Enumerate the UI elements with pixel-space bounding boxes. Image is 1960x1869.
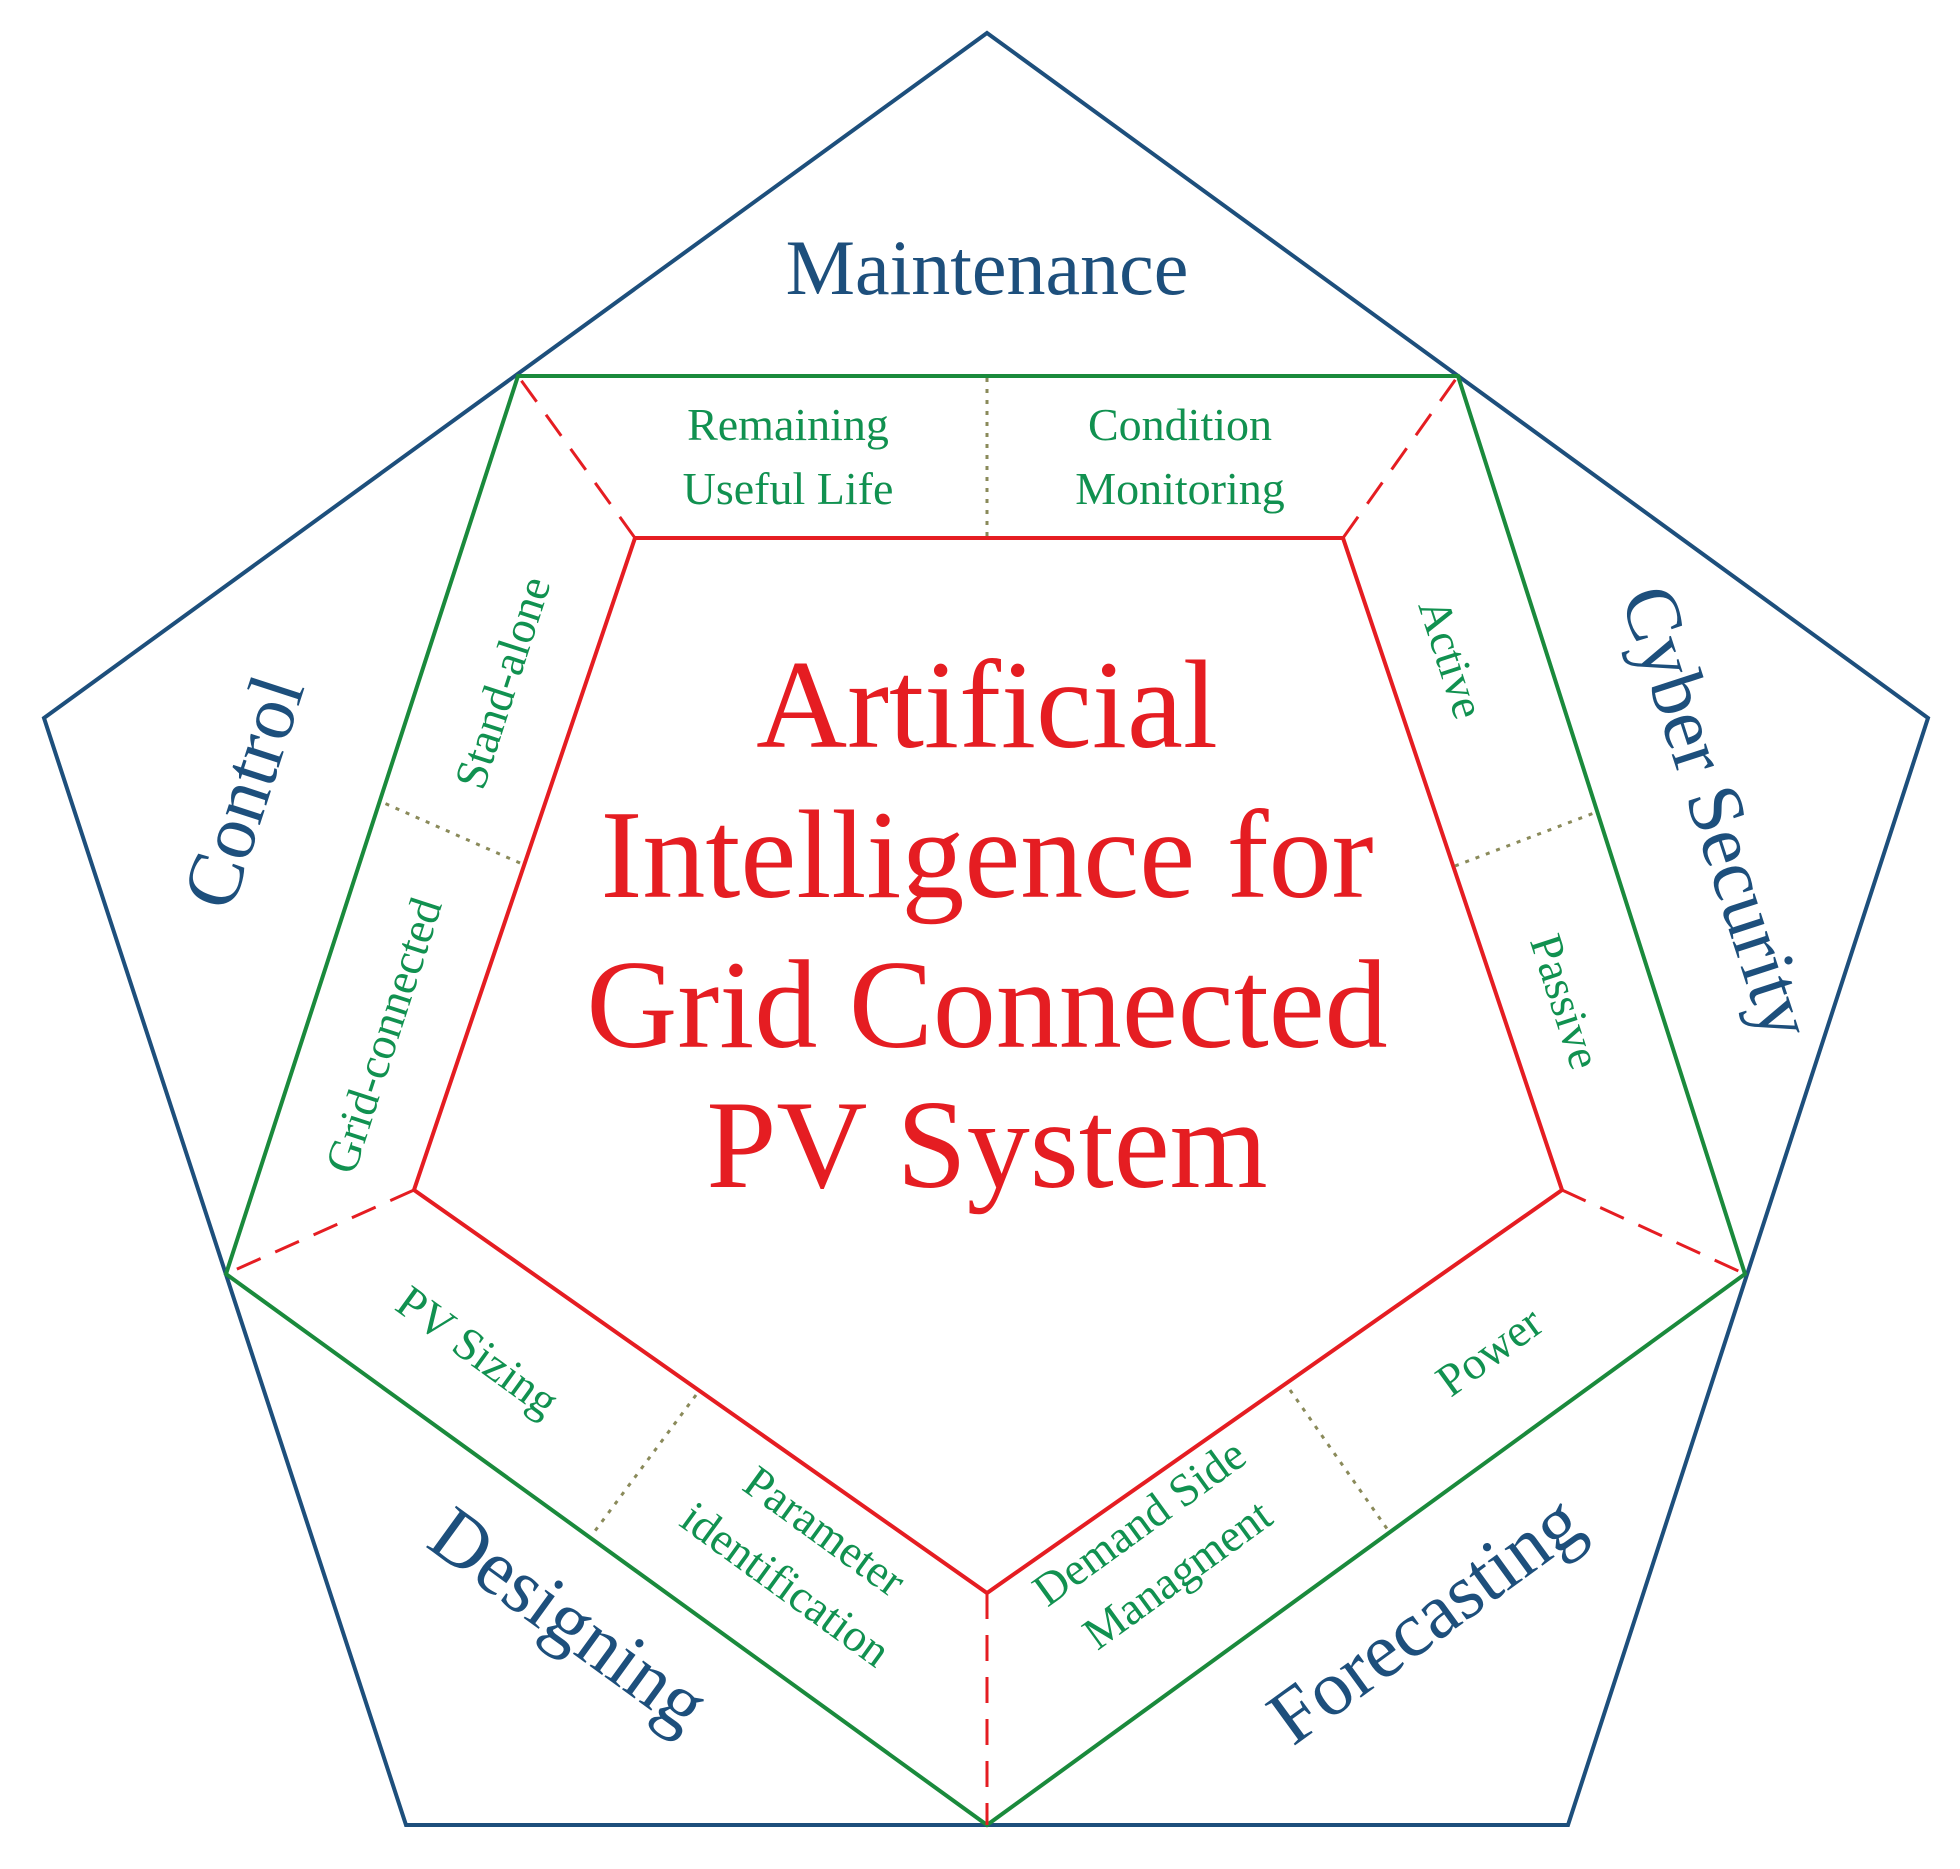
center-title-line-4: PV System — [706, 1076, 1267, 1215]
sub-condition-monitoring-line-2: Monitoring — [1075, 463, 1285, 514]
inner-pentagon — [411, 536, 1565, 1596]
sub-remaining-useful-life-line-1: Remaining — [687, 399, 889, 450]
dashed-connector-top-right — [1341, 375, 1460, 539]
divider-designing — [590, 1394, 698, 1536]
category-control: Control — [165, 665, 321, 919]
sub-stand-alone: Stand-alone — [444, 570, 560, 795]
dashed-connector-left — [225, 1188, 415, 1276]
middle-pentagon — [223, 374, 1748, 1828]
sub-condition-monitoring-line-1: Condition — [1088, 399, 1272, 450]
dashed-connectors — [225, 375, 1746, 1825]
center-title-line-1: Artificial — [756, 636, 1218, 775]
sub-passive: Passive — [1520, 928, 1611, 1075]
category-maintenance: Maintenance — [786, 224, 1189, 311]
divider-forecasting — [1288, 1389, 1392, 1534]
category-forecasting: Forecasting — [1252, 1476, 1598, 1760]
dashed-connector-right — [1561, 1188, 1746, 1276]
sub-power: Power — [1427, 1296, 1552, 1406]
center-title-line-3: Grid Connected — [586, 936, 1387, 1075]
sub-remaining-useful-life-line-2: Useful Life — [683, 463, 894, 514]
category-cyber-security: Cyber Security — [1604, 575, 1832, 1049]
dashed-connector-top-left — [516, 375, 637, 539]
center-title-line-2: Intelligence for — [600, 786, 1373, 925]
sub-active: Active — [1408, 592, 1494, 724]
sub-pv-sizing: PV Sizing — [387, 1275, 568, 1426]
divider-control — [383, 801, 521, 865]
center-title: Artificial Intelligence for Grid Connect… — [586, 636, 1387, 1215]
dotted-dividers — [383, 378, 1595, 1536]
divider-cyber-security — [1454, 811, 1595, 868]
